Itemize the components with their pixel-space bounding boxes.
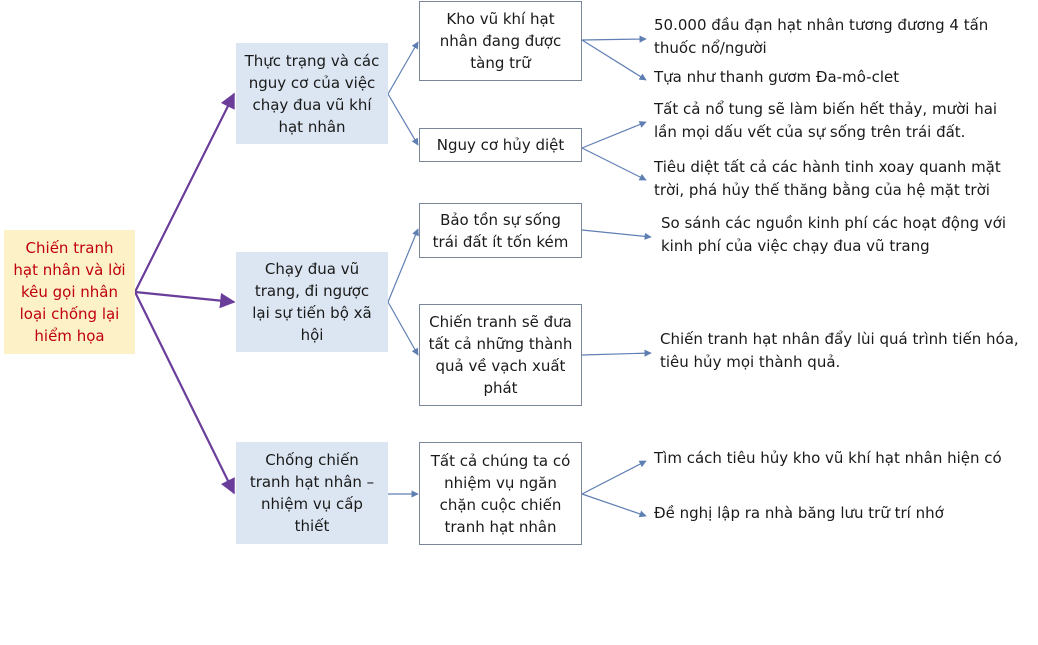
child-1-1-node: Kho vũ khí hạt nhân đang được tàng trữ — [419, 1, 582, 81]
detail-2-1-1: So sánh các nguồn kinh phí các hoạt động… — [661, 214, 1006, 255]
child-1-2-node: Nguy cơ hủy diệt — [419, 128, 582, 162]
arrow-branch-2-to-child-1 — [387, 228, 419, 303]
root-node-label: Chiến tranh hạt nhân và lời kêu gọi nhân… — [13, 239, 126, 345]
arrow-root-to-branch-2 — [134, 290, 236, 309]
child-1-1-label: Kho vũ khí hạt nhân đang được tàng trữ — [439, 10, 562, 72]
detail-3-1-1: Tìm cách tiêu hủy kho vũ khí hạt nhân hi… — [654, 449, 1002, 467]
arrow-child-3-1-to-detail-2 — [581, 493, 647, 518]
root-node: Chiến tranh hạt nhân và lời kêu gọi nhân… — [4, 230, 135, 354]
detail-1-1-1: 50.000 đầu đạn hạt nhân tương đương 4 tấ… — [654, 16, 989, 57]
child-2-1-label: Bảo tồn sự sống trái đất ít tốn kém — [432, 210, 569, 251]
arrow-child-1-1-to-detail-1 — [581, 35, 647, 43]
branch-1-label: Thực trạng và các nguy cơ của việc chạy … — [244, 51, 380, 136]
arrow-root-to-branch-1 — [134, 92, 235, 293]
detail-2-2-1: Chiến tranh hạt nhân đẩy lùi quá trình t… — [660, 330, 1019, 371]
child-2-2-label: Chiến tranh sẽ đưa tất cả những thành qu… — [428, 313, 573, 397]
arrow-root-to-branch-3 — [134, 291, 235, 495]
arrow-branch-1-to-child-1 — [387, 41, 419, 95]
branch-3-node: Chống chiến tranh hạt nhân – nhiệm vụ cấ… — [236, 442, 388, 544]
branch-2-node: Chạy đua vũ trang, đi ngược lại sự tiến … — [236, 252, 388, 352]
child-3-1-node: Tất cả chúng ta có nhiệm vụ ngăn chặn cu… — [419, 442, 582, 545]
arrow-child-2-1-to-detail-1 — [581, 229, 652, 240]
child-1-2-label: Nguy cơ hủy diệt — [436, 136, 565, 154]
child-2-2-node: Chiến tranh sẽ đưa tất cả những thành qu… — [419, 304, 582, 406]
detail-3-1-2: Đề nghị lập ra nhà băng lưu trữ trí nhớ — [654, 504, 944, 522]
child-3-1-label: Tất cả chúng ta có nhiệm vụ ngăn chặn cu… — [430, 451, 571, 536]
arrow-branch-1-to-child-2 — [387, 93, 419, 146]
arrow-child-2-2-to-detail-1 — [581, 349, 652, 357]
arrow-branch-2-to-child-2 — [387, 301, 419, 356]
arrow-child-1-1-to-detail-2 — [581, 39, 647, 81]
child-2-1-node: Bảo tồn sự sống trái đất ít tốn kém — [419, 203, 582, 258]
branch-1-node: Thực trạng và các nguy cơ của việc chạy … — [236, 43, 388, 144]
arrow-child-3-1-to-detail-1 — [581, 460, 647, 495]
branch-2-label: Chạy đua vũ trang, đi ngược lại sự tiến … — [252, 260, 372, 344]
arrow-child-1-2-to-detail-2 — [581, 147, 647, 181]
arrow-child-1-2-to-detail-1 — [581, 121, 647, 149]
detail-1-2-1: Tất cả nổ tung sẽ làm biến hết thảy, mườ… — [654, 100, 998, 141]
branch-3-label: Chống chiến tranh hạt nhân – nhiệm vụ cấ… — [249, 451, 375, 535]
detail-1-2-2: Tiêu diệt tất cả các hành tinh xoay quan… — [654, 158, 1001, 199]
detail-1-1-2: Tựa như thanh gươm Đa-mô-clet — [654, 68, 900, 86]
